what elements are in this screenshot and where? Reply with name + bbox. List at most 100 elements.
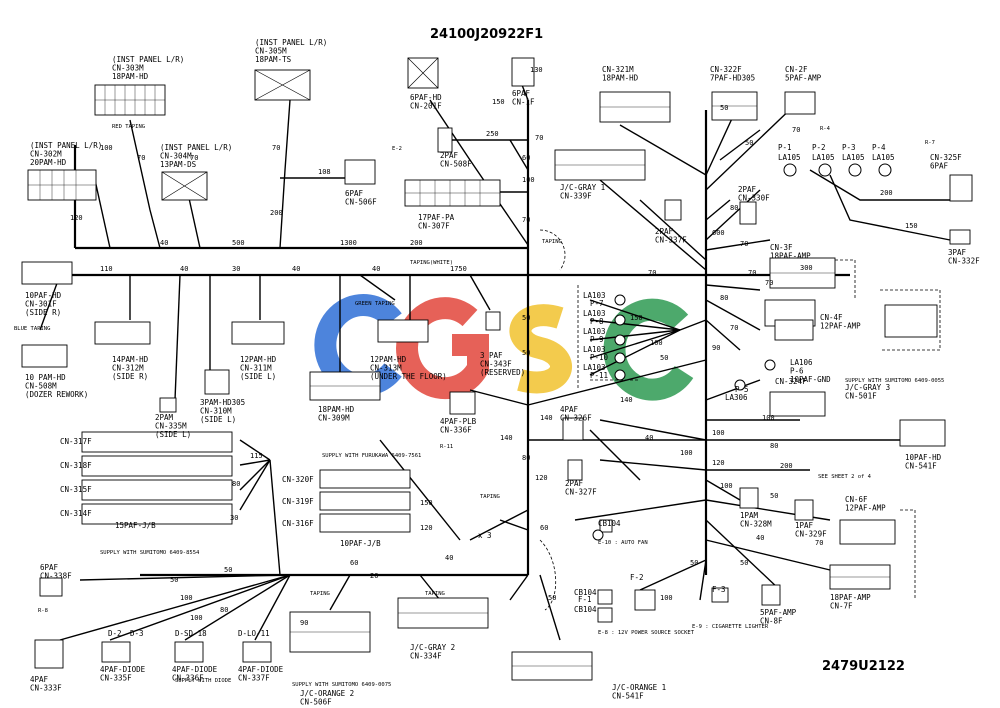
wire-length-label: 150 [492,98,505,106]
connector-label-line: CN-336F [172,674,204,683]
connector-label-line: 1PAM [740,511,759,520]
connector-label-line: CN-541F [905,462,937,471]
connector-label-line: 4PAF-DIODE [172,665,218,674]
wire-length-label: 70 [730,324,738,332]
connector-label-line: 18PAM-HD [318,405,355,414]
label-d2: D-2 [108,629,122,638]
la-stack-label: LA103 [583,345,606,354]
label-blue-taping: BLUE TAPING [14,326,50,332]
wire-length-label: 50 [690,559,698,567]
label-r8: R-8 [38,608,48,614]
wire-length-label: 120 [70,214,83,222]
connector-label-line: 4PAF-DIODE [238,665,284,674]
la-stack-label: LA103 [583,363,606,372]
relay-label: LA105 [842,153,865,162]
label-cn316f: CN-316F [282,519,314,528]
connector-label-line: (INST PANEL L/R) [160,143,232,152]
relay-label: P-1 [778,143,792,152]
connector-label-line: 2PAM [155,413,174,422]
label-r4: R-4 [820,126,831,132]
wire-length-label: 108 [318,168,331,176]
connector-label-line: J/C-ORANGE 2 [300,689,354,698]
wire-length-label: 115 [250,452,263,460]
wire-length-label: 500 [232,239,245,247]
label-cn317f: CN-317F [60,437,92,446]
label-cn318f: CN-318F [60,461,92,470]
connector-labels: (INST PANEL L/R) CN-303M 18PAM-HD (INST PAN… [25,38,980,707]
connector-label-line: CN-4F [820,313,843,322]
label-cn314f: CN-314F [60,509,92,518]
connector-label-line: CN-508F [440,160,472,169]
drawing-number: 2479U2122 [822,659,905,674]
wire-length-label: 70 [748,269,756,277]
connector-label-line: 3 PAF [480,351,503,360]
wire-length-label: 60 [522,154,530,162]
wire-length-label: 80 [770,442,778,450]
wire-length-label: 120 [535,474,548,482]
wire-length-label: 80 [730,204,738,212]
wire-length-label: 110 [100,265,113,273]
wire-length-label: 140 [500,434,513,442]
wire-length-label: 1750 [450,265,467,273]
connector-label-line: CN-304M [160,152,192,161]
connector-label-line: 18PAM-HD [602,74,639,83]
connector-label-line: 15PAF-J/B [115,521,156,530]
connector-label-line: CN-6F [845,495,868,504]
wire-length-label: 60 [540,524,548,532]
connector-label-line: 4PAF [30,675,49,684]
connector-label-line: CN-332F [948,257,980,266]
connector-label-line: CN-501F [845,392,877,401]
label-taping-white: TAPING(WHITE) [410,260,453,266]
connector-label-line: CN-307F [418,222,450,231]
connector-label-line: 6PAF-HD [410,93,442,102]
wire-length-label: 40 [372,265,380,273]
label-x3: x 3 [478,531,492,540]
connector-label-line: (SIDE R) [25,308,61,317]
connector-label-line: CN-335F [100,674,132,683]
wire-length-label: 70 [535,134,543,142]
la-stack-label: LA103 [583,309,606,318]
wire-length-label: 40 [645,434,653,442]
connector-label-line: CN-328M [740,520,772,529]
wire-length-label: 150 [905,222,918,230]
wire-length-label: 100 [190,614,203,622]
wire-length-label: 70 [815,539,823,547]
label-cn324f: CN-324F [775,377,807,386]
connector-label-line: CN-303M [112,64,144,73]
connector-label-line: CN-508M [25,382,57,391]
relay-label: P-3 [842,143,856,152]
label-green-taping: GREEN TAPING [355,301,395,307]
connector-label-line: 17PAF-PA [418,213,455,222]
label-f3: F-3 [712,585,726,594]
connector-label-line: CN-2F [785,65,808,74]
la-stack-label: LA103 [583,327,606,336]
connector-label-line: (SIDE L) [240,372,276,381]
connector-label-line: 18PAF-AMP [830,593,871,602]
connector-label-line: CN-327F [565,488,597,497]
wire-length-label: 80 [522,454,530,462]
drawing-title: 24100J20922F1 [430,27,543,42]
wire-length-label: 100 [762,414,775,422]
label-cb104c: CB104 [574,605,597,614]
label-supply-fl: SUPPLY WITH FURUKAWA 6409-7561 [322,453,421,459]
relay-label: P-4 [872,143,886,152]
connector-label-line: CN-305M [255,47,287,56]
connector-label-line: 5PAF-AMP [760,608,797,617]
